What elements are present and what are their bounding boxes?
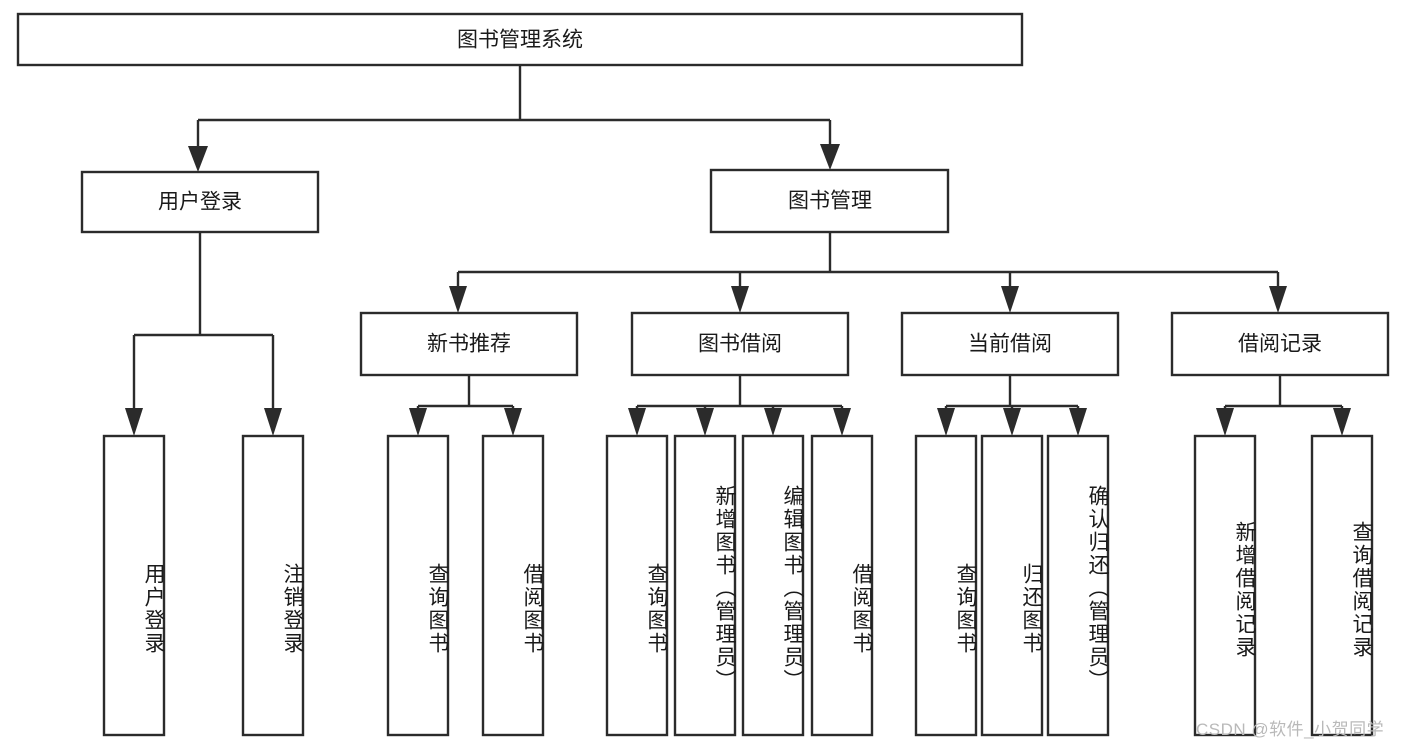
node-leaf-user-login[interactable] <box>102 434 166 737</box>
node-current-borrow-label: 当前借阅 <box>968 333 1052 356</box>
arrow-head-user-login <box>188 146 208 172</box>
node-leaf-logout[interactable] <box>241 434 305 737</box>
arrow-head-leaf-add-record <box>1216 408 1234 436</box>
arrow-head-borrow-record <box>1269 286 1287 313</box>
arrow-head-leaf-logout <box>264 408 282 436</box>
arrow-head-leaf-add-book <box>696 408 714 436</box>
node-current-borrow[interactable] <box>900 311 1120 377</box>
arrow-head-leaf-borrow-book-2 <box>833 408 851 436</box>
arrow-head-book-borrow <box>731 286 749 313</box>
arrow-head-leaf-edit-book <box>764 408 782 436</box>
node-leaf-confirm-return-admin[interactable] <box>1046 434 1110 737</box>
arrow-head-leaf-return-book <box>1003 408 1021 436</box>
node-leaf-add-book-admin[interactable] <box>673 434 737 737</box>
node-leaf-query-book-newbook[interactable] <box>386 434 450 737</box>
arrow-head-newbook-rec <box>449 286 467 313</box>
node-leaf-edit-book-admin[interactable] <box>741 434 805 737</box>
node-book-borrow[interactable] <box>630 311 850 377</box>
arrow-head-leaf-borrow-book-1 <box>504 408 522 436</box>
node-leaf-return-book[interactable] <box>980 434 1044 737</box>
arrow-head-current-borrow <box>1001 286 1019 313</box>
node-user-login[interactable] <box>80 170 320 234</box>
node-user-login-label: 用户登录 <box>158 191 242 214</box>
arrow-head-leaf-query-record <box>1333 408 1351 436</box>
arrow-head-book-mgmt <box>820 144 840 170</box>
node-root-label: 图书管理系统 <box>457 29 583 52</box>
node-book-borrow-label: 图书借阅 <box>698 333 782 356</box>
node-leaf-query-borrow-record[interactable] <box>1310 434 1374 737</box>
arrow-head-leaf-confirm-return <box>1069 408 1087 436</box>
node-book-management[interactable] <box>709 168 950 234</box>
node-borrow-record-label: 借阅记录 <box>1238 333 1322 356</box>
node-layer: 图书管理系统 用户登录 图书管理 新书推荐 图书借阅 当前借阅 借阅记录 <box>16 12 1390 737</box>
node-leaf-query-book-current[interactable] <box>914 434 978 737</box>
node-root-book-management-system[interactable] <box>16 12 1024 67</box>
arrow-head-leaf-query-book-2 <box>628 408 646 436</box>
node-leaf-borrow-book-borrow[interactable] <box>810 434 874 737</box>
connector-layer <box>125 65 1351 436</box>
arrow-head-leaf-user-login <box>125 408 143 436</box>
node-new-book-recommendation-label: 新书推荐 <box>427 333 511 356</box>
node-new-book-recommendation[interactable] <box>359 311 579 377</box>
csdn-watermark: CSDN @软件_小贺同学 <box>1196 720 1385 739</box>
node-leaf-query-book-borrow[interactable] <box>605 434 669 737</box>
arrow-head-leaf-query-book-1 <box>409 408 427 436</box>
node-leaf-add-borrow-record[interactable] <box>1193 434 1257 737</box>
arrow-head-leaf-query-book-3 <box>937 408 955 436</box>
node-borrow-record[interactable] <box>1170 311 1390 377</box>
node-leaf-borrow-book-newbook[interactable] <box>481 434 545 737</box>
node-book-management-label: 图书管理 <box>788 190 872 213</box>
